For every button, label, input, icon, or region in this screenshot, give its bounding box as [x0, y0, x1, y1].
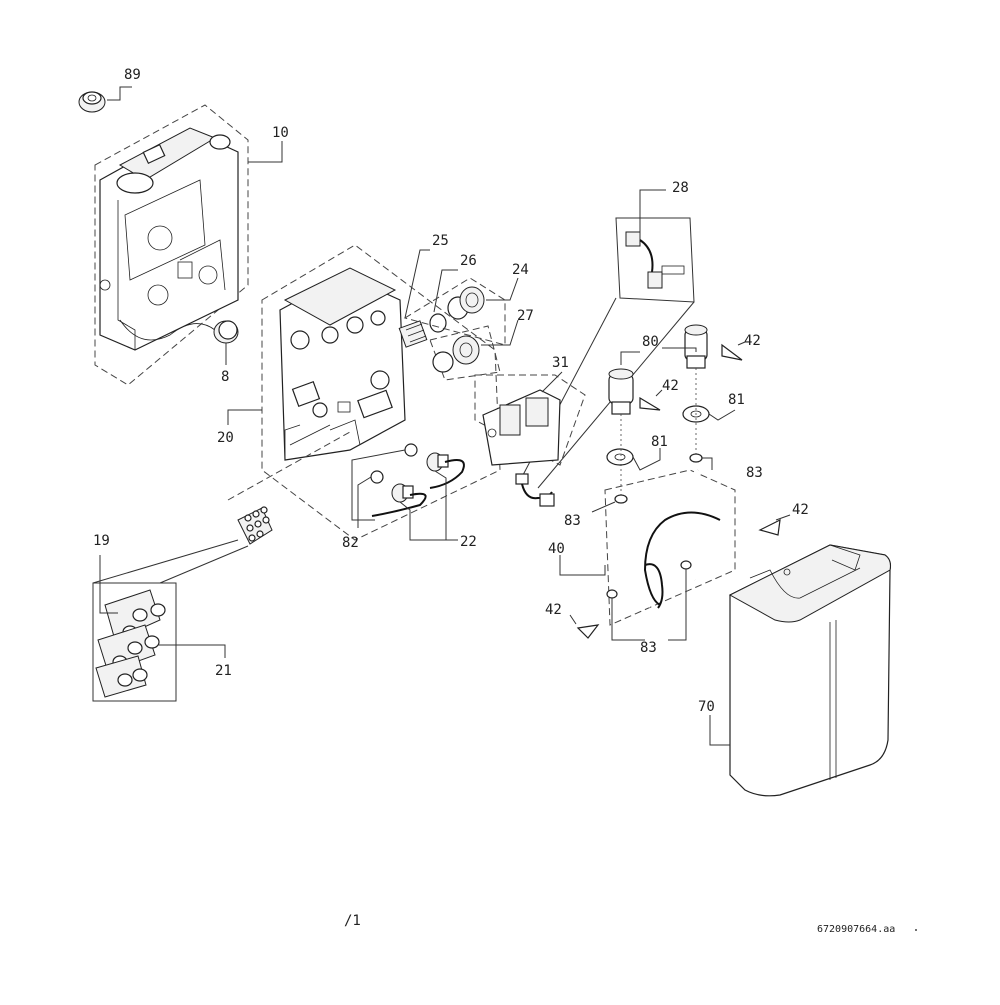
footer-mark	[915, 929, 917, 931]
label-40: 40	[548, 541, 565, 557]
leader-24	[486, 277, 519, 301]
explode-line-strip	[227, 431, 351, 501]
part-27-valve	[429, 325, 501, 381]
part-42-clip-d	[576, 624, 600, 639]
leader-81-right	[708, 409, 736, 421]
part-10-frame	[94, 104, 249, 386]
leader-21	[158, 644, 226, 658]
label-83b: 83	[564, 513, 581, 529]
page-number: /1	[344, 913, 361, 929]
label-82: 82	[342, 535, 359, 551]
label-10: 10	[272, 125, 289, 141]
part-42-clip-b	[639, 396, 661, 411]
part-80-fitting-left	[608, 368, 634, 415]
leader-19	[99, 555, 118, 614]
leader-40	[559, 555, 606, 576]
part-25-filter	[398, 320, 428, 348]
leader-22-a	[434, 470, 458, 541]
label-28: 28	[672, 180, 689, 196]
leader-28	[639, 189, 666, 240]
leader-82-b	[357, 476, 372, 528]
leader-81-left	[632, 448, 661, 471]
part-80-fitting-right	[684, 324, 708, 369]
label-31: 31	[552, 355, 569, 371]
leader-20	[227, 409, 262, 425]
part-81-washer-left	[606, 448, 634, 466]
part-31-bracket	[474, 374, 586, 507]
leader-80-right	[662, 347, 697, 352]
label-24: 24	[512, 262, 529, 278]
label-42d: 42	[545, 602, 562, 618]
label-8: 8	[221, 369, 229, 385]
part-70-cover	[728, 544, 892, 797]
drawing-code: 6720907664.aa	[817, 924, 895, 935]
leader-83-bottom-left	[611, 598, 645, 641]
label-25: 25	[432, 233, 449, 249]
leader-42b	[655, 389, 663, 397]
inset-terminal-detail	[92, 582, 177, 702]
leader-80-left	[620, 351, 640, 365]
leader-27	[481, 319, 519, 346]
part-89-cap	[78, 91, 106, 113]
terminal-strip	[237, 506, 273, 545]
leader-22-b	[399, 501, 446, 541]
part-83-seal-left	[614, 494, 628, 504]
label-42a: 42	[744, 333, 761, 349]
leader-10	[248, 141, 283, 163]
label-80: 80	[642, 334, 659, 350]
part-24-valve	[403, 277, 506, 346]
label-20: 20	[217, 430, 234, 446]
part-42-clip-a	[721, 343, 743, 361]
part-40-pipes	[604, 468, 736, 626]
leader-31	[541, 371, 563, 393]
label-89: 89	[124, 67, 141, 83]
leader-89	[107, 86, 132, 101]
leader-83-left	[591, 501, 616, 513]
zoom-line-b	[159, 545, 249, 584]
leader-42c	[775, 514, 791, 521]
label-83c: 83	[640, 640, 657, 656]
leader-42d	[569, 614, 577, 625]
leader-42a	[737, 341, 746, 346]
zoom-line-a	[92, 539, 239, 584]
leader-82-a	[351, 449, 406, 521]
label-70: 70	[698, 699, 715, 715]
label-42c: 42	[792, 502, 809, 518]
label-21: 21	[215, 663, 232, 679]
part-8-plug	[213, 320, 239, 344]
leader-83-right	[702, 457, 713, 470]
label-26: 26	[460, 253, 477, 269]
label-42b: 42	[662, 378, 679, 394]
leader-83-bottom-right	[668, 569, 687, 641]
label-81a: 81	[728, 392, 745, 408]
label-19: 19	[93, 533, 110, 549]
label-27: 27	[517, 308, 534, 324]
part-22-sensors	[371, 452, 465, 517]
part-42-clip-c	[758, 518, 781, 536]
part-83-seal-right	[689, 453, 703, 463]
label-81b: 81	[651, 434, 668, 450]
leader-25	[404, 249, 430, 319]
part-20-hydraulic-block	[261, 244, 501, 541]
part-26-seal	[429, 313, 447, 333]
leader-70	[709, 715, 730, 746]
part-82-washers	[370, 443, 418, 484]
label-83a: 83	[746, 465, 763, 481]
label-22: 22	[460, 534, 477, 550]
